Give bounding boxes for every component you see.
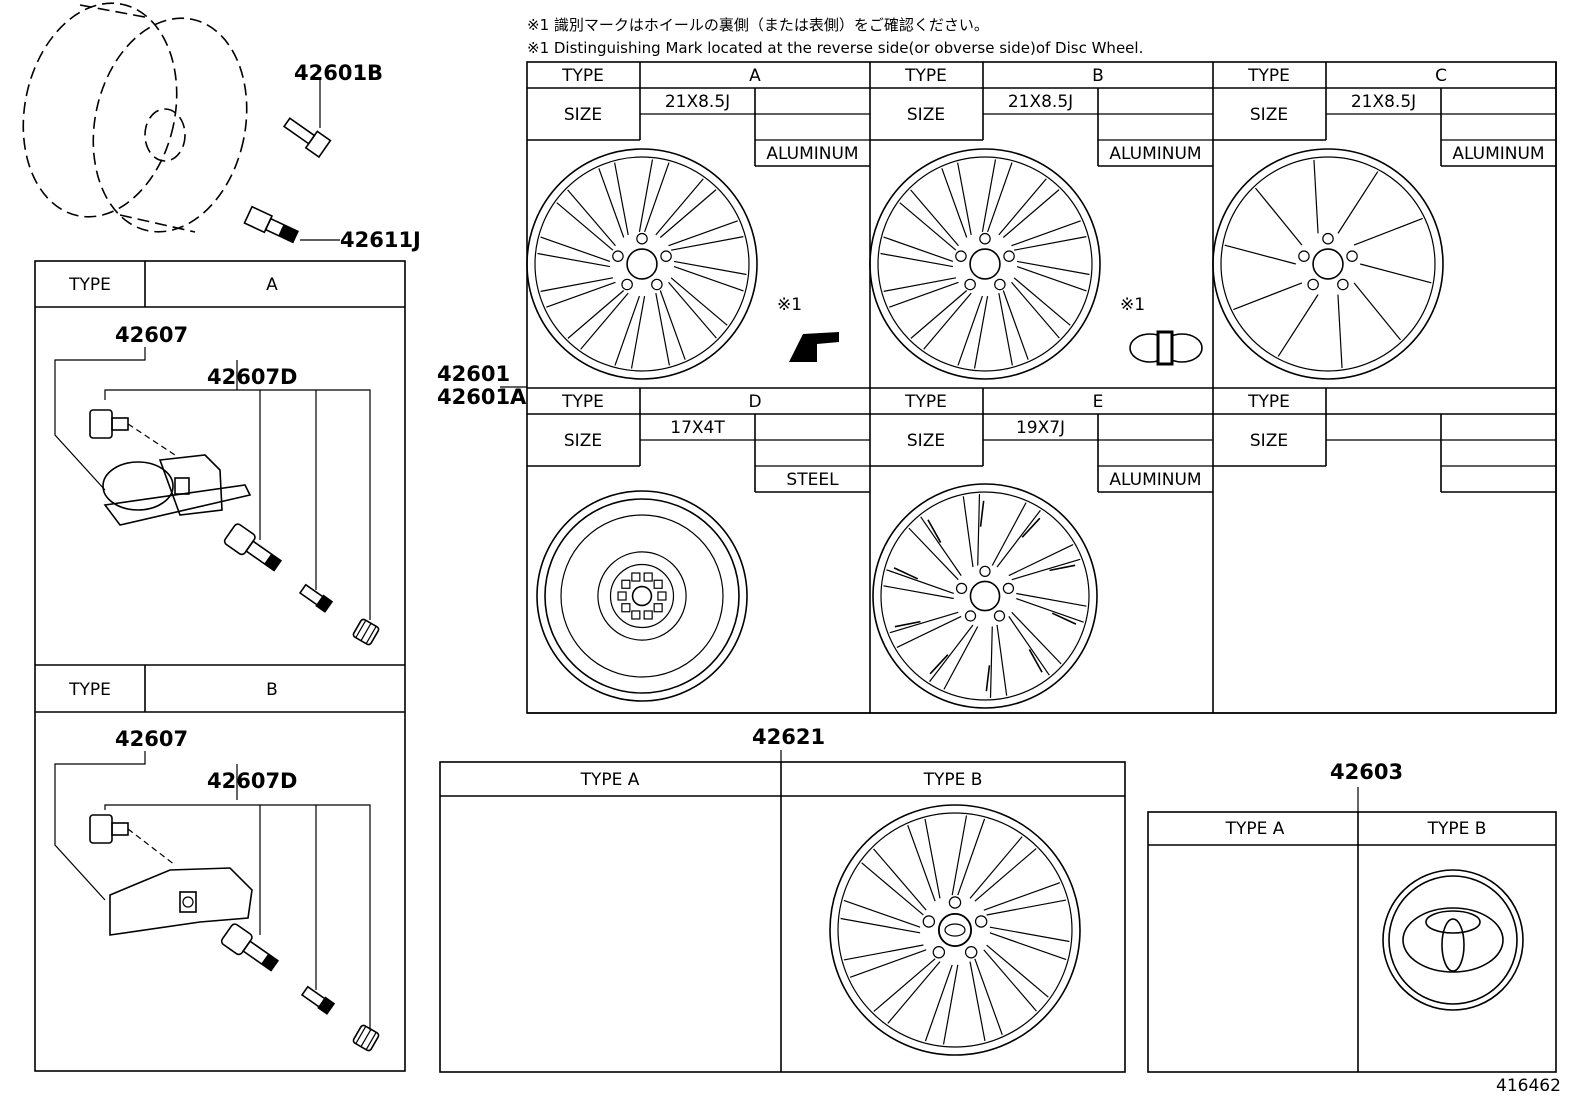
wheel-size-value: 21X8.5J [1351, 92, 1416, 112]
wheel-size-value: 19X7J [1016, 418, 1065, 438]
wheel-size-label: SIZE [907, 431, 945, 451]
wheel-outline-dashed [22, 2, 248, 233]
wheel-type-label: TYPE [904, 66, 947, 86]
sensor-type-b-value: B [266, 680, 278, 700]
label-42603: 42603 [1330, 760, 1403, 784]
ornament-wheel-icon [829, 804, 1081, 1056]
wheel-cell-blank: TYPE SIZE [1213, 388, 1557, 714]
wheel-size-value: 21X8.5J [665, 92, 730, 112]
sensor-b-leader-lines [54, 751, 371, 1030]
ornament-type-a: TYPE A [580, 770, 640, 790]
toyota-center-cap-icon [1382, 869, 1524, 1011]
tpms-sensor-a-icon [89, 409, 252, 526]
wheel-type-label: TYPE [561, 66, 604, 86]
valve-core-a-icon [298, 583, 334, 613]
wheel-size-label: SIZE [1250, 431, 1288, 451]
wheel-type-value: A [749, 66, 761, 86]
wheel-size-value: 21X8.5J [1008, 92, 1073, 112]
distinguishing-mark-ref: ※1 [777, 295, 802, 315]
note-japanese: ※1 識別マークはホイールの裏側（または表側）をご確認ください。 [527, 16, 989, 34]
sensor-a-leader-lines [54, 347, 371, 620]
wheel-type-label: TYPE [561, 392, 604, 412]
sensor-table [34, 260, 406, 1072]
wheel-cell-e: TYPE SIZE E 19X7J ALUMINUM [870, 388, 1214, 714]
mark-a-icon [789, 332, 839, 362]
distinguishing-mark-ref: ※1 [1120, 295, 1145, 315]
label-42601a: 42601A [437, 385, 527, 409]
cap-type-a: TYPE A [1225, 819, 1285, 839]
alloy-wheel-icon [526, 148, 758, 380]
wheel-type-value: C [1435, 66, 1447, 86]
wheel-size-value: 17X4T [670, 418, 725, 438]
wheel-size-label: SIZE [564, 431, 602, 451]
wheel-type-label: TYPE [1247, 392, 1290, 412]
label-42607-a: 42607 [115, 323, 188, 347]
mark-b-icon [1129, 330, 1203, 366]
cap-type-b: TYPE B [1427, 819, 1487, 839]
cap-table [1147, 811, 1557, 1073]
valve-b-icon [220, 923, 280, 972]
wheel-type-value: B [1092, 66, 1104, 86]
valve-a-icon [223, 523, 283, 572]
wheel-cell-d: TYPE SIZE D 17X4T STEEL [527, 388, 871, 714]
wheel-size-label: SIZE [564, 105, 602, 125]
label-42601b: 42601B [294, 61, 383, 85]
sensor-type-header-a: TYPE [68, 275, 111, 295]
wheel-material-value: ALUMINUM [1452, 144, 1544, 164]
note-english: ※1 Distinguishing Mark located at the re… [527, 39, 1143, 57]
ornament-type-b: TYPE B [923, 770, 983, 790]
ornament-table [439, 761, 1126, 1073]
wheel-type-label: TYPE [1247, 66, 1290, 86]
label-42611j: 42611J [340, 228, 421, 252]
wheel-material-value: ALUMINUM [1109, 144, 1201, 164]
wheel-type-label: TYPE [904, 392, 947, 412]
label-42607d-b: 42607D [207, 769, 298, 793]
sensor-type-a-value: A [266, 275, 278, 295]
label-42621: 42621 [752, 725, 825, 749]
wheel-material-value: ALUMINUM [1109, 470, 1201, 490]
alloy-wheel-icon [1212, 148, 1444, 380]
wheel-type-value: D [748, 392, 761, 412]
wheel-material-value: ALUMINUM [766, 144, 858, 164]
wheel-table: TYPESIZEA21X8.5JALUMINUM※1TYPESIZEB21X8.… [526, 61, 1557, 714]
sensor-type-header-b: TYPE [68, 680, 111, 700]
diagram-number: 416462 [1496, 1076, 1561, 1096]
label-42607d-a: 42607D [207, 365, 298, 389]
wheel-material-value: STEEL [786, 470, 839, 490]
wheel-size-label: SIZE [907, 105, 945, 125]
wheel-cell-b: TYPE SIZE B 21X8.5J ALUMINUM ※1 [869, 62, 1214, 389]
valve-core-b-icon [300, 985, 336, 1015]
steel-wheel-icon [536, 490, 748, 702]
wheel-cell-a: TYPE SIZE A 21X8.5J ALUMINUM ※1 [526, 62, 871, 389]
valve-stem-icon [243, 205, 299, 244]
hub-bolt-icon [282, 117, 332, 159]
alloy-wheel-icon [869, 148, 1101, 380]
valve-cap-a-icon [352, 618, 380, 646]
valve-cap-b-icon [352, 1024, 380, 1052]
alloy-wheel-icon [872, 483, 1098, 709]
label-42601: 42601 [437, 362, 510, 386]
wheel-cell-c: TYPE SIZE C 21X8.5J ALUMINUM [1212, 62, 1557, 389]
wheel-type-value: E [1093, 392, 1104, 412]
tpms-sensor-b-icon [89, 814, 253, 936]
wheel-size-label: SIZE [1250, 105, 1288, 125]
label-42607-b: 42607 [115, 727, 188, 751]
